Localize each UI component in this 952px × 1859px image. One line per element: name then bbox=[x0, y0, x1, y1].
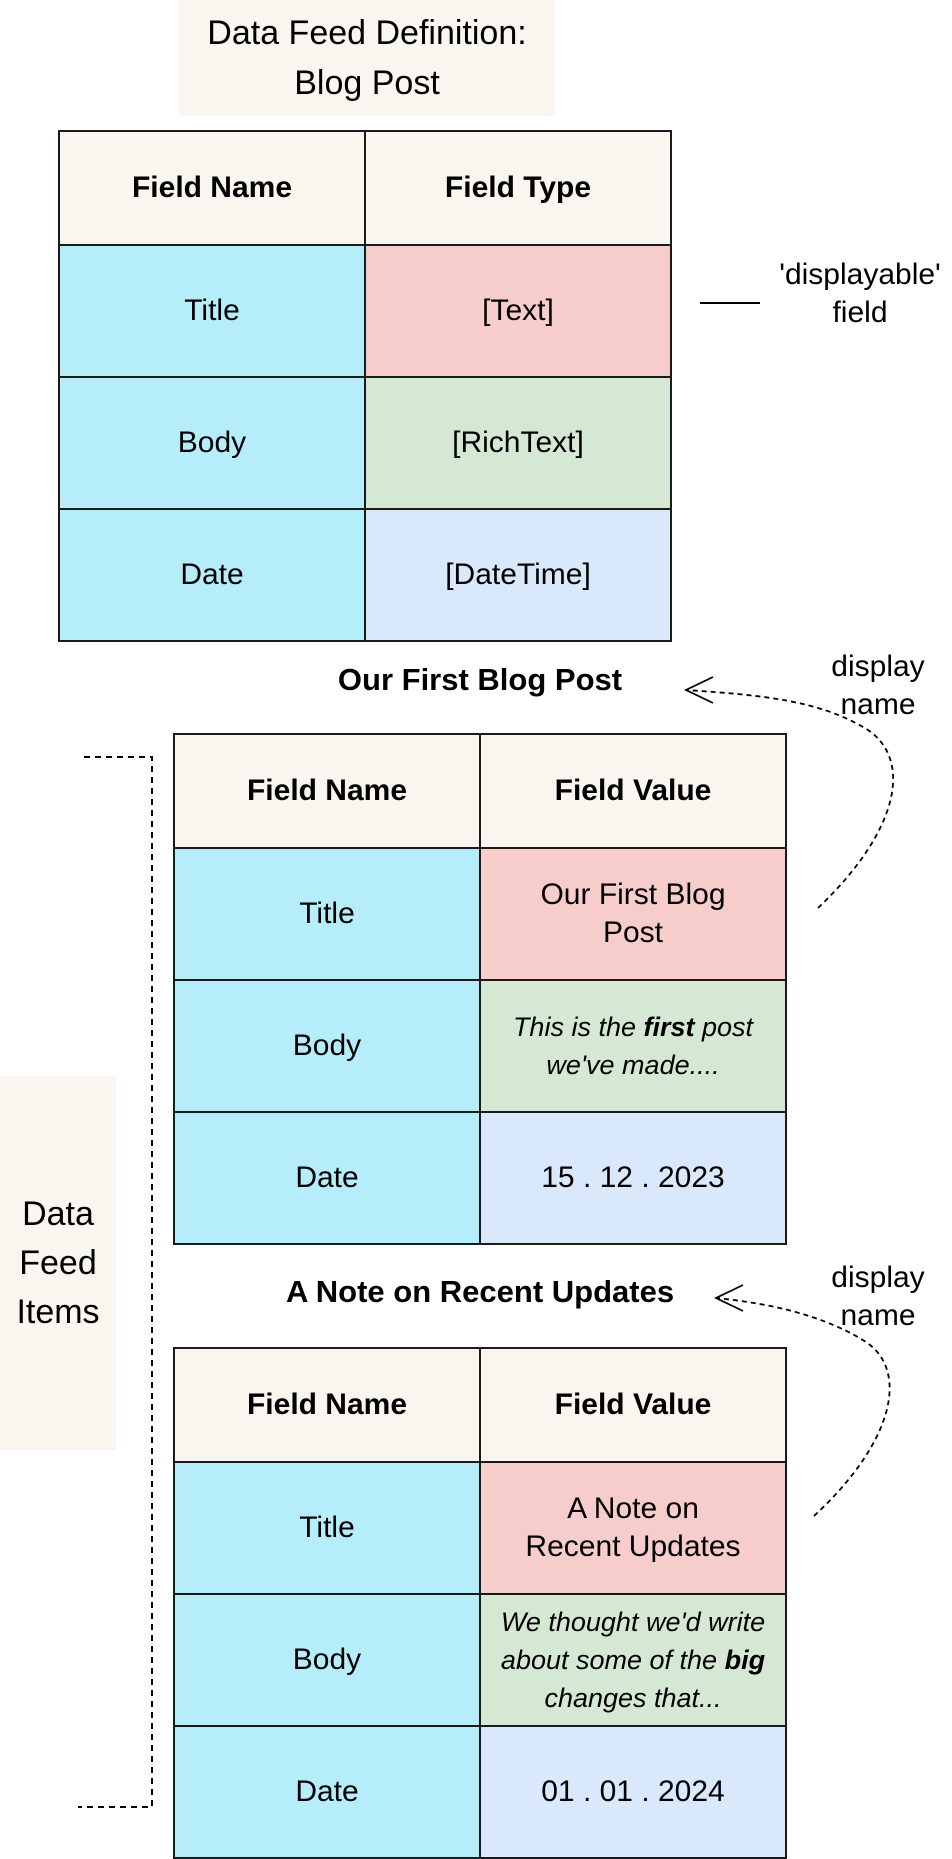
header-field-name: Field Name bbox=[173, 733, 481, 849]
display-note-line1: display bbox=[831, 1261, 925, 1294]
body-text-bold: big bbox=[724, 1645, 766, 1675]
display-name-arrow-curve bbox=[685, 689, 895, 909]
field-value-cell: Our First Blog Post bbox=[479, 847, 787, 981]
item-display-title: A Note on Recent Updates bbox=[285, 1274, 675, 1309]
header-field-name: Field Name bbox=[58, 130, 366, 246]
item-table: Field Name Field Value Title Our First B… bbox=[173, 733, 787, 1245]
title-value-line2: Recent Updates bbox=[525, 1530, 741, 1563]
item-table: Field Name Field Value Title A Note on R… bbox=[173, 1347, 787, 1859]
body-text-post: changes that... bbox=[544, 1683, 722, 1713]
definition-header-row: Field Name Field Type bbox=[58, 130, 672, 246]
table-row: Body We thought we'd write about some of… bbox=[173, 1593, 787, 1727]
table-row: Title A Note on Recent Updates bbox=[173, 1461, 787, 1595]
field-type-cell: [DateTime] bbox=[364, 508, 672, 642]
field-name-cell: Title bbox=[58, 244, 366, 378]
display-name-note: display name bbox=[810, 648, 946, 724]
definition-title: Data Feed Definition: Blog Post bbox=[179, 0, 555, 116]
field-name-cell: Body bbox=[173, 979, 481, 1113]
header-field-value: Field Value bbox=[479, 733, 787, 849]
field-type-cell: [RichText] bbox=[364, 376, 672, 510]
arrowhead-icon bbox=[713, 1284, 744, 1312]
field-value-cell: A Note on Recent Updates bbox=[479, 1461, 787, 1595]
display-name-arrow-curve bbox=[715, 1297, 891, 1517]
title-value-line1: Our First Blog bbox=[540, 878, 726, 911]
body-text-post: post we've made.... bbox=[546, 1012, 754, 1080]
table-row: Title [Text] bbox=[58, 244, 672, 378]
definition-title-line2: Blog Post bbox=[294, 64, 440, 102]
definition-title-line1: Data Feed Definition: bbox=[207, 14, 527, 52]
field-name-cell: Body bbox=[173, 1593, 481, 1727]
header-field-type: Field Type bbox=[364, 130, 672, 246]
header-field-value: Field Value bbox=[479, 1347, 787, 1463]
displayable-note-line2: field bbox=[832, 296, 888, 329]
field-name-cell: Title bbox=[173, 847, 481, 981]
field-value-cell: 15 . 12 . 2023 bbox=[479, 1111, 787, 1245]
display-note-line2: name bbox=[840, 688, 916, 721]
field-value-cell: This is the first post we've made.... bbox=[479, 979, 787, 1113]
field-name-cell: Body bbox=[58, 376, 366, 510]
field-value-cell: We thought we'd write about some of the … bbox=[479, 1593, 787, 1727]
table-row: Body This is the first post we've made..… bbox=[173, 979, 787, 1113]
display-note-line1: display bbox=[831, 650, 925, 683]
item-display-title: Our First Blog Post bbox=[337, 662, 623, 697]
items-label-line1: Data bbox=[22, 1194, 94, 1233]
displayable-field-note: 'displayable' field bbox=[768, 256, 952, 332]
data-feed-items-label: Data Feed Items bbox=[0, 1076, 116, 1450]
title-value-line2: Post bbox=[602, 916, 664, 949]
definition-table: Field Name Field Type Title [Text] Body … bbox=[58, 130, 672, 642]
field-name-cell: Date bbox=[58, 508, 366, 642]
connector-overlay bbox=[78, 302, 895, 1808]
field-name-cell: Title bbox=[173, 1461, 481, 1595]
display-name-note: display name bbox=[810, 1259, 946, 1335]
table-row: Date [DateTime] bbox=[58, 508, 672, 642]
table-row: Body [RichText] bbox=[58, 376, 672, 510]
header-field-name: Field Name bbox=[173, 1347, 481, 1463]
table-row: Title Our First Blog Post bbox=[173, 847, 787, 981]
items-label-line2: Feed bbox=[19, 1243, 97, 1282]
body-text-bold: first bbox=[643, 1012, 695, 1042]
items-bracket bbox=[78, 756, 153, 1808]
items-label-line3: Items bbox=[16, 1292, 100, 1331]
body-text-pre: We thought we'd write about some of the bbox=[500, 1607, 766, 1675]
field-name-cell: Date bbox=[173, 1111, 481, 1245]
displayable-note-line1: 'displayable' bbox=[779, 258, 941, 291]
body-text-pre: This is the bbox=[512, 1012, 644, 1042]
title-value-line1: A Note on bbox=[567, 1492, 699, 1525]
arrowhead-icon bbox=[683, 676, 714, 704]
item-header-row: Field Name Field Value bbox=[173, 1347, 787, 1463]
item-header-row: Field Name Field Value bbox=[173, 733, 787, 849]
field-type-cell: [Text] bbox=[364, 244, 672, 378]
display-note-line2: name bbox=[840, 1299, 916, 1332]
table-row: Date 15 . 12 . 2023 bbox=[173, 1111, 787, 1245]
